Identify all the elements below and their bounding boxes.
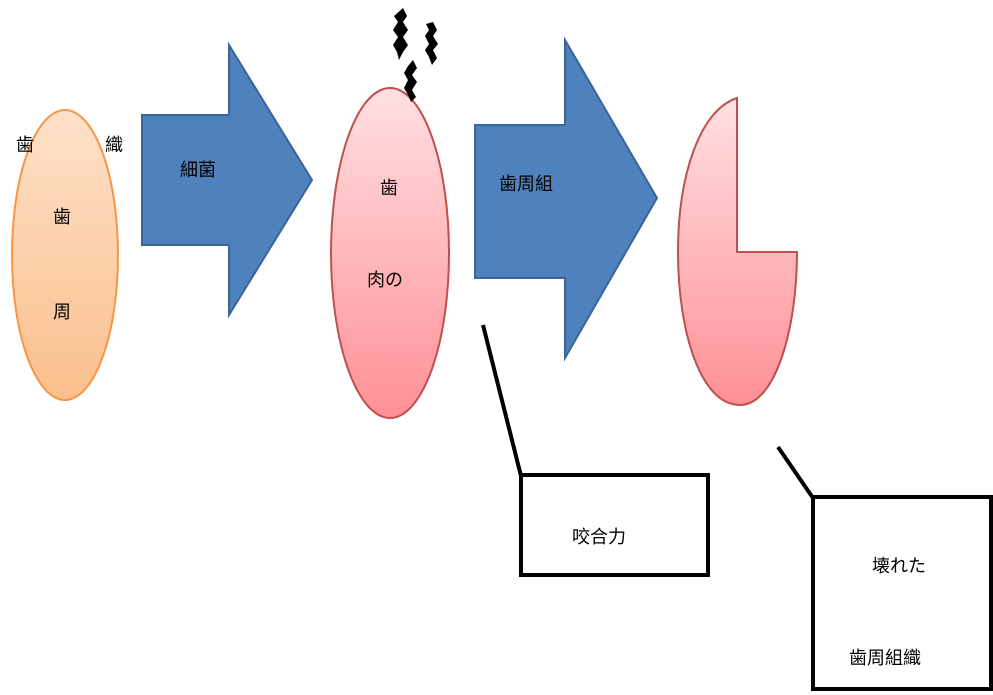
callout-leader-line [481, 324, 523, 477]
arrow-bacteria [141, 41, 314, 319]
arrow-periodontal [474, 36, 659, 362]
gum-label-bottom: 肉の [367, 270, 403, 291]
gum-label-top: 歯 [380, 178, 398, 199]
bacteria-icon [425, 22, 438, 65]
bacteria-icon [393, 8, 408, 60]
arrow-bacteria-label: 細菌 [180, 160, 216, 181]
periodontium-label-top: 歯 [53, 207, 71, 228]
arrow-periodontal-label: 歯周組 [499, 174, 553, 195]
callout-bite-force-text: 咬合力 [572, 527, 626, 548]
callout-leader-line [776, 445, 815, 500]
callout-broken-line2: 歯周組織 [849, 648, 921, 669]
periodontium-ellipse [11, 109, 119, 401]
callout-bite-force: 咬合力 [519, 473, 710, 577]
callout-broken-periodontium: 壊れた 歯周組織 [811, 495, 993, 691]
callout-broken-line1: 壊れた [872, 556, 926, 577]
gum-ellipse [330, 87, 450, 419]
bacteria-icon [404, 60, 417, 102]
heading-right-label: 織 [105, 135, 123, 156]
heading-left-label: 歯 [16, 135, 34, 156]
broken-periodontium-shape [676, 96, 799, 407]
periodontium-label-bottom: 周 [53, 302, 71, 323]
